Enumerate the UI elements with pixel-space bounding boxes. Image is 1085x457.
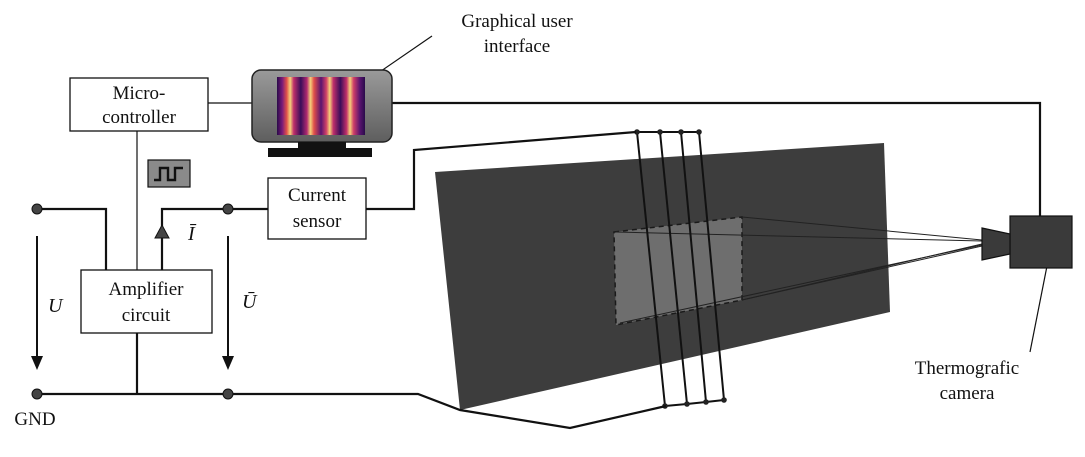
ground-label: GND	[14, 409, 55, 430]
circuit-wires	[37, 35, 1048, 430]
amplifier-label-1: Amplifier	[109, 279, 185, 300]
current-arrow	[154, 223, 170, 239]
coil-windings	[636, 131, 725, 407]
voltage-u-bar-label: Ū	[242, 291, 258, 313]
voltage-u-label: U	[48, 295, 64, 317]
microcontroller-box: Micro- controller	[69, 77, 209, 132]
microcontroller-label-2: controller	[102, 107, 177, 128]
thermal-image	[277, 77, 365, 135]
camera-view-lines	[615, 216, 983, 324]
voltage-arrow-u	[31, 236, 43, 370]
microcontroller-label-1: Micro-	[113, 83, 166, 104]
current-sensor-box: Current sensor	[267, 177, 367, 240]
camera-label-2: camera	[940, 383, 995, 404]
camera-icon	[981, 215, 1073, 269]
amplifier-label-2: circuit	[122, 305, 171, 326]
camera-label-1: Thermografic	[915, 358, 1019, 379]
monitor-icon	[251, 69, 393, 157]
square-wave-icon	[147, 159, 191, 188]
current-i-label: Ī	[187, 223, 197, 245]
current-sensor-label-1: Current	[288, 185, 347, 206]
current-sensor-label-2: sensor	[293, 211, 342, 232]
gui-label-1: Graphical user	[461, 11, 573, 32]
terminals	[31, 203, 234, 400]
voltage-arrow-u-bar	[222, 236, 234, 370]
amplifier-box: Amplifier circuit	[80, 269, 213, 334]
gui-label-2: interface	[484, 36, 550, 57]
